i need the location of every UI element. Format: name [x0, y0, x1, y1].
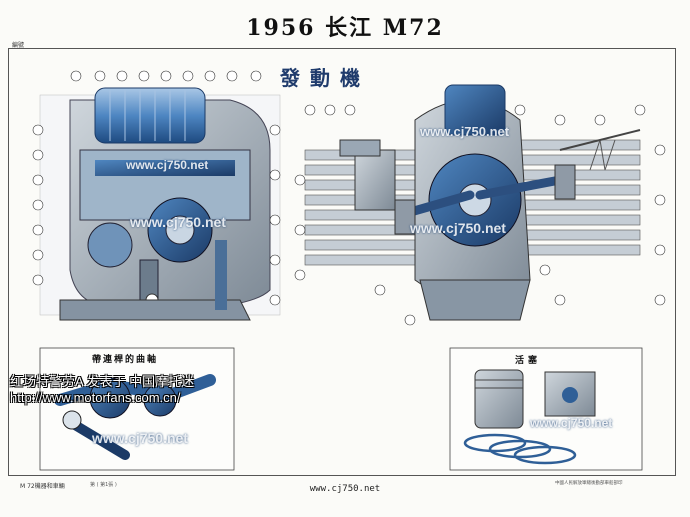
footer-sub: 第 ( 第1張 )	[90, 482, 117, 488]
front-cutaway-view	[304, 84, 641, 321]
crankshaft-box-title: 帶連桿的曲軸	[92, 355, 159, 365]
forum-attribution: 红场特警劳A 发表于 中国摩托迷	[10, 374, 195, 389]
watermark: www.cj750.net	[130, 214, 226, 230]
forum-overlay: 红场特警劳A 发表于 中国摩托迷 http://www.motorfans.co…	[10, 374, 194, 406]
footer-publisher: 中國人民解放軍總後勤部車船部印	[555, 481, 623, 486]
forum-url-link[interactable]: http://www.motorfans.com.cn/	[10, 390, 181, 405]
watermark: www.cj750.net	[410, 220, 506, 236]
crankshaft-box	[39, 347, 235, 471]
watermark: www.cj750.net	[92, 430, 188, 446]
callout-markers	[32, 70, 666, 326]
generator	[94, 87, 206, 144]
side-cutaway-view	[39, 87, 281, 321]
top-left-mark: 編號	[12, 42, 25, 49]
timing-cover	[444, 84, 506, 136]
watermark: www.cj750.net	[420, 124, 510, 139]
footer-code: M 72機器和車輛	[20, 483, 65, 490]
engine-heading: 發動機	[280, 66, 370, 90]
crankshaft-illustration	[54, 374, 216, 460]
poster-title: 1956 长江 M72	[246, 15, 444, 41]
piston-box-title: 活塞	[515, 356, 542, 366]
watermark: www.cj750.net	[126, 158, 209, 172]
footer-url-link[interactable]: www.cj750.net	[309, 484, 381, 494]
watermark: www.cj750.net	[530, 416, 613, 430]
poster-frame	[8, 48, 676, 476]
piston-illustration	[463, 369, 596, 465]
